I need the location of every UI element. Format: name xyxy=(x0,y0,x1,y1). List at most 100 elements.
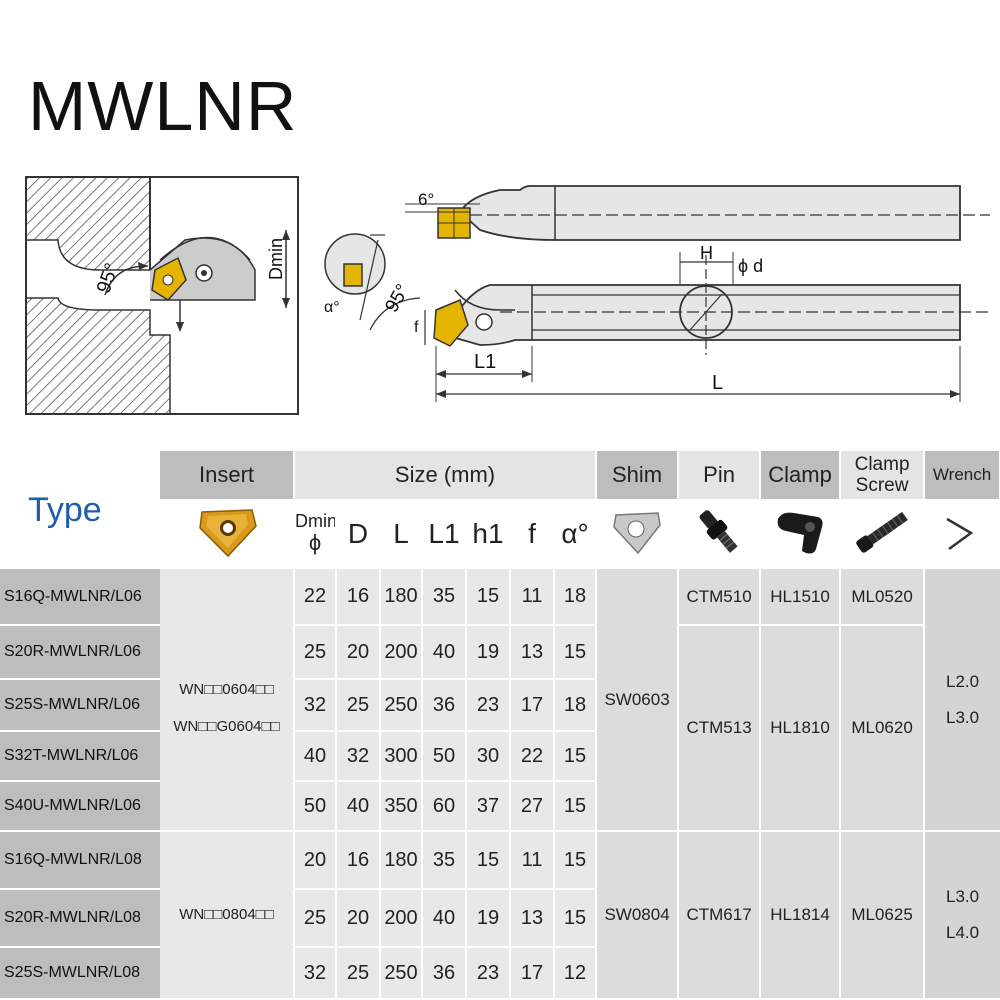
bar-side-view: H ϕ d f 95° L1 L xyxy=(369,243,990,402)
cell-f: 11 xyxy=(510,569,555,626)
shim-group1: SW0603 xyxy=(596,569,680,832)
wrench-g1-2: L3.0 xyxy=(946,707,980,727)
l1-column-header: L1 xyxy=(422,499,467,569)
alpha-label: α° xyxy=(324,299,340,316)
pin-group2: CTM617 xyxy=(678,831,762,1000)
cell-l: 250 xyxy=(380,947,423,1000)
spec-table: Type Insert Size (mm) Shim Pin Clamp Cla… xyxy=(0,451,1000,1000)
cell-l1: 35 xyxy=(422,831,467,890)
dmin-label: Dmin xyxy=(266,238,286,280)
dmin-col-label: Dmin xyxy=(295,511,336,531)
table-row: S25S-MWLNR/L06 32 25 250 36 23 17 18 xyxy=(0,679,1000,732)
wrench-group2: L3.0 L4.0 xyxy=(924,831,1000,1000)
table-row: S40U-MWLNR/L06 50 40 350 60 37 27 15 xyxy=(0,781,1000,832)
insert-icon xyxy=(198,508,257,557)
bar-top-view: 6° xyxy=(405,185,990,241)
cell-dmin: 25 xyxy=(294,625,337,680)
tool-diagram: 95° Dmin α° 6° H ϕ d xyxy=(25,176,990,415)
screw-b: ML0620 xyxy=(840,625,926,832)
insert-detail-view: α° xyxy=(324,233,386,321)
screw-group2: ML0625 xyxy=(840,831,926,1000)
cell-d: 16 xyxy=(336,569,381,626)
row-type: S20R-MWLNR/L06 xyxy=(0,625,160,680)
cell-h1: 23 xyxy=(466,679,511,732)
h1-column-header: h1 xyxy=(466,499,511,569)
cell-alpha: 15 xyxy=(554,781,598,832)
pin-icon xyxy=(699,509,738,553)
pin-header: Pin xyxy=(678,451,762,499)
insert-header: Insert xyxy=(160,451,295,499)
cell-h1: 15 xyxy=(466,831,511,890)
row-type: S32T-MWLNR/L06 xyxy=(0,731,160,782)
cell-alpha: 18 xyxy=(554,679,598,732)
row-type: S16Q-MWLNR/L06 xyxy=(0,569,160,626)
d-column-header: D xyxy=(336,499,381,569)
cell-l: 250 xyxy=(380,679,423,732)
cell-l: 300 xyxy=(380,731,423,782)
clamp-a: HL1510 xyxy=(760,569,842,626)
screw-icon-cell xyxy=(840,499,926,569)
cell-l1: 40 xyxy=(422,889,467,948)
shim-icon-cell xyxy=(596,499,680,569)
cell-d: 25 xyxy=(336,679,381,732)
insert-group1: WN□□0604□□ WN□□G0604□□ xyxy=(160,569,295,832)
l-column-header: L xyxy=(380,499,423,569)
cell-alpha: 15 xyxy=(554,831,598,890)
cell-dmin: 25 xyxy=(294,889,337,948)
wrench-icon xyxy=(946,517,974,550)
table-row: S20R-MWLNR/L06 25 20 200 40 19 13 15 CTM… xyxy=(0,625,1000,832)
side-angle-95-label: 95° xyxy=(381,281,414,316)
cell-f: 13 xyxy=(510,625,555,680)
clamp-b: HL1810 xyxy=(760,625,842,832)
wrench-header: Wrench xyxy=(924,451,1000,499)
cell-f: 13 xyxy=(510,889,555,948)
row-type: S20R-MWLNR/L08 xyxy=(0,889,160,948)
cell-dmin: 32 xyxy=(294,947,337,1000)
l1-label: L1 xyxy=(474,351,496,373)
cell-h1: 23 xyxy=(466,947,511,1000)
cell-l: 200 xyxy=(380,625,423,680)
cell-h1: 19 xyxy=(466,625,511,680)
cell-f: 11 xyxy=(510,831,555,890)
cell-h1: 30 xyxy=(466,731,511,782)
insert-icon-cell xyxy=(160,499,295,569)
screw-a: ML0520 xyxy=(840,569,926,626)
pin-b: CTM513 xyxy=(678,625,762,832)
clamp-icon-cell xyxy=(760,499,842,569)
cell-d: 16 xyxy=(336,831,381,890)
cell-l: 350 xyxy=(380,781,423,832)
cell-alpha: 15 xyxy=(554,731,598,782)
dmin-col-symbol: ϕ xyxy=(308,530,322,555)
clamp-icon xyxy=(777,512,823,553)
insert-group2: WN□□0804□□ xyxy=(160,831,295,1000)
row-type: S40U-MWLNR/L06 xyxy=(0,781,160,832)
row-type: S25S-MWLNR/L08 xyxy=(0,947,160,1000)
type-header: Type xyxy=(0,451,160,569)
cell-alpha: 12 xyxy=(554,947,598,1000)
cell-alpha: 15 xyxy=(554,625,598,680)
wrench-group1: L2.0 L3.0 xyxy=(924,569,1000,832)
page-title: MWLNR xyxy=(28,67,298,145)
cell-l: 200 xyxy=(380,889,423,948)
table-row: S20R-MWLNR/L08 25 20 200 40 19 13 15 xyxy=(0,889,1000,948)
cell-f: 17 xyxy=(510,679,555,732)
cell-h1: 15 xyxy=(466,569,511,626)
wrench-g2-1: L3.0 xyxy=(946,887,980,906)
cell-dmin: 20 xyxy=(294,831,337,890)
phi-d-label: ϕ d xyxy=(738,256,763,276)
f-label: f xyxy=(414,319,419,336)
cell-d: 25 xyxy=(336,947,381,1000)
cell-f: 22 xyxy=(510,731,555,782)
wrench-g1-1: L2.0 xyxy=(946,671,980,691)
wrench-icon-cell xyxy=(924,499,1000,569)
cell-alpha: 18 xyxy=(554,569,598,626)
shim-group2: SW0804 xyxy=(596,831,680,1000)
cell-l1: 60 xyxy=(422,781,467,832)
cell-d: 20 xyxy=(336,625,381,680)
clamp-header: Clamp xyxy=(760,451,842,499)
clamp-screw-header-line1: Clamp xyxy=(854,454,910,475)
table-row: S25S-MWLNR/L08 32 25 250 36 23 17 12 xyxy=(0,947,1000,1000)
table-row: S32T-MWLNR/L06 40 32 300 50 30 22 15 xyxy=(0,731,1000,782)
